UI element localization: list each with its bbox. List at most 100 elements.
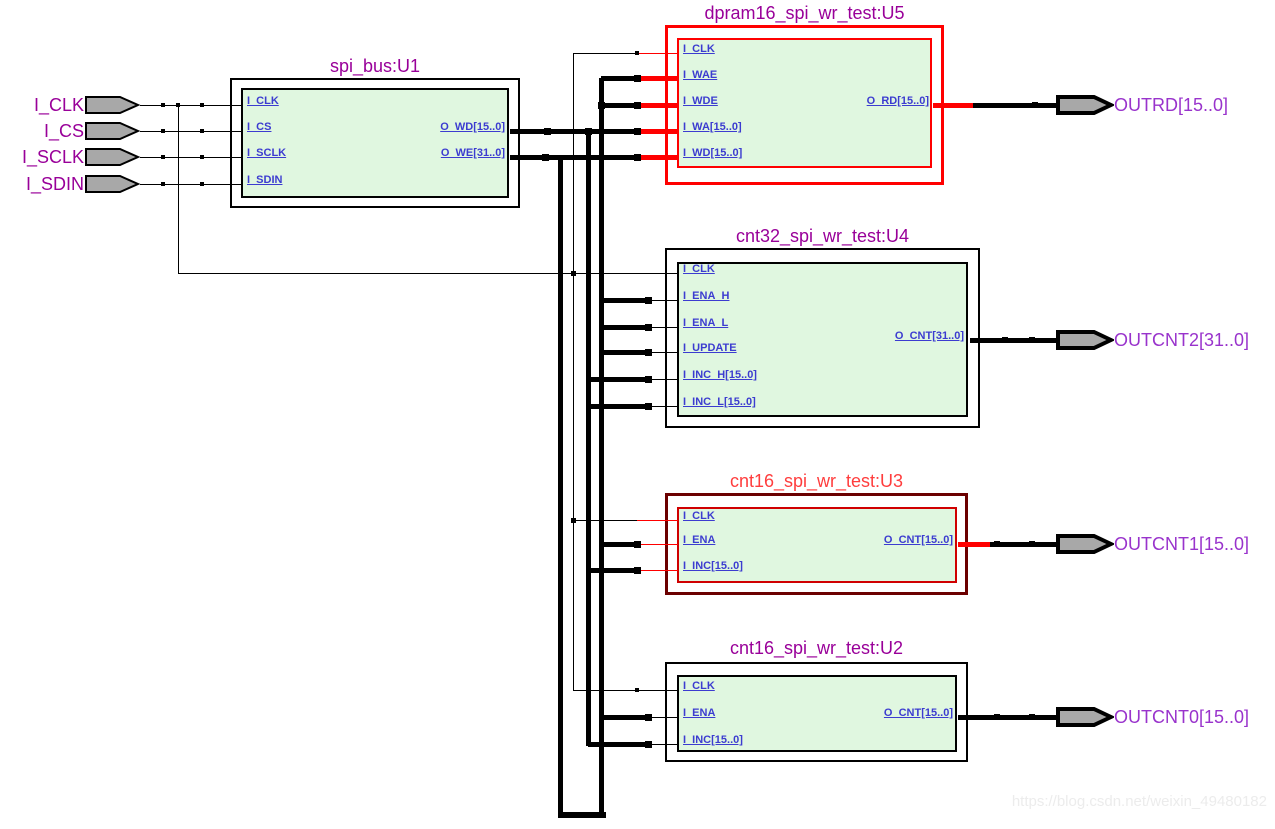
u2-port-i-ena: I_ENA [683,707,716,719]
block-title-u1: spi_bus:U1 [329,56,421,76]
u3-port-o-cnt: O_CNT[15..0] [883,534,953,546]
wire[interactable] [970,338,1060,343]
wire[interactable] [637,76,678,81]
u4-port-i-ena-h: I_ENA_H [683,290,730,302]
wire[interactable] [560,812,606,818]
wire[interactable] [178,273,678,274]
wire[interactable] [558,157,563,818]
wire[interactable] [573,53,637,54]
wire[interactable] [601,350,648,355]
wire[interactable] [648,300,678,301]
wire[interactable] [637,103,678,108]
block-title-u2: cnt16_spi_wr_test:U2 [729,638,904,658]
junction-dot [645,741,652,748]
wire[interactable] [573,690,678,691]
wire[interactable] [637,129,678,134]
u1-port-o-wd: O_WD[15..0] [440,121,505,133]
junction-dot [645,376,652,383]
wire[interactable] [140,131,242,132]
wire[interactable] [648,327,678,328]
wire[interactable] [637,544,678,545]
block-u5-body [677,38,932,168]
wire[interactable] [637,520,678,521]
u3-port-i-clk: I_CLK [683,510,715,522]
wire[interactable] [637,570,678,571]
wire[interactable] [958,715,1060,720]
u4-port-i-update: I_UPDATE [683,342,737,354]
wire[interactable] [599,78,604,818]
junction-dot [1029,714,1035,720]
junction-dot [634,75,641,82]
wire[interactable] [637,53,678,54]
wire[interactable] [601,542,637,547]
u5-port-i-clk: I_CLK [683,43,715,55]
u2-port-o-cnt: O_CNT[15..0] [883,707,953,719]
u4-port-i-clk: I_CLK [683,263,715,275]
wire[interactable] [140,157,242,158]
wire[interactable] [648,744,678,745]
u2-port-i-clk: I_CLK [683,680,715,692]
junction-dot [161,103,165,107]
wire[interactable] [648,352,678,353]
wire[interactable] [588,742,648,747]
junction-dot [544,128,551,135]
input-pin-arrow-i-cs[interactable] [85,121,141,141]
junction-dot [994,541,1000,547]
junction-dot [1032,102,1038,108]
wire[interactable] [601,298,648,303]
wire[interactable] [990,542,1060,547]
wire[interactable] [601,715,648,720]
wire[interactable] [637,155,678,160]
wire[interactable] [648,717,678,718]
u5-port-i-wa: I_WA[15..0] [683,121,742,133]
wire[interactable] [648,379,678,380]
input-pin-label-i-clk: I_CLK [33,95,84,115]
u4-port-i-ena-l: I_ENA_L [683,317,729,329]
wire[interactable] [586,131,591,746]
output-pin-label-outcnt0: OUTCNT0[15..0] [1114,707,1250,727]
input-pin-arrow-i-sclk[interactable] [85,147,141,167]
input-pin-arrow-i-sdin[interactable] [85,174,141,194]
wire[interactable] [178,105,179,273]
output-pin-label-outcnt1: OUTCNT1[15..0] [1114,534,1250,554]
wire[interactable] [140,105,242,106]
wire[interactable] [573,520,637,521]
output-pin-arrow-outcnt0[interactable] [1056,705,1114,729]
junction-dot [571,271,576,276]
wire[interactable] [648,406,678,407]
u3-port-i-ena: I_ENA [683,534,716,546]
output-pin-arrow-outcnt1[interactable] [1056,532,1114,556]
u1-port-i-clk: I_CLK [247,95,279,107]
wire[interactable] [601,103,637,108]
output-pin-label-outcnt2: OUTCNT2[31..0] [1114,330,1250,350]
wire[interactable] [573,53,574,690]
junction-dot [634,128,641,135]
input-pin-label-i-sdin: I_SDIN [25,174,84,194]
wire[interactable] [933,103,973,108]
wire[interactable] [601,325,648,330]
junction-dot [634,102,641,109]
wire[interactable] [140,184,242,185]
wire[interactable] [958,542,995,547]
u5-port-i-wd: I_WD[15..0] [683,147,743,159]
junction-dot [634,154,641,161]
junction-dot [994,714,1000,720]
junction-dot [571,518,576,523]
wire[interactable] [588,568,637,573]
block-u3-body [677,507,957,583]
wire[interactable] [973,103,1060,108]
input-pin-arrow-i-clk[interactable] [85,95,141,115]
input-pin-label-i-cs: I_CS [43,121,84,141]
block-u1-body [241,88,509,198]
watermark: https://blog.csdn.net/weixin_49480182 [1011,793,1267,810]
junction-dot [635,688,639,692]
wire[interactable] [588,377,648,382]
output-pin-arrow-outcnt2[interactable] [1056,328,1114,352]
wire[interactable] [588,404,648,409]
output-pin-arrow-outrd[interactable] [1056,93,1114,117]
u5-port-i-wde: I_WDE [683,95,718,107]
block-u4-body [677,262,968,417]
u1-port-i-sdin: I_SDIN [247,174,283,186]
wire[interactable] [601,76,637,81]
